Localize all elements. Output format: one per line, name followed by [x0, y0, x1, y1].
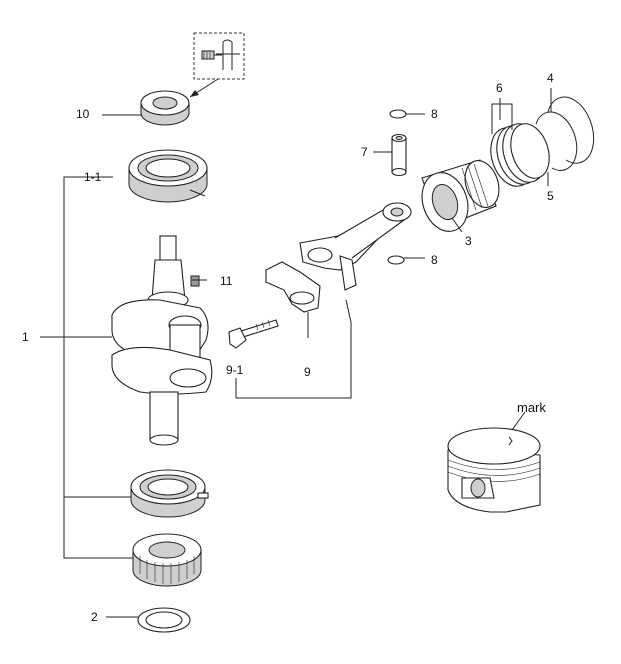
rod-bolt: [228, 319, 279, 349]
connecting-rod: [299, 202, 412, 291]
label-2: 2: [91, 610, 98, 624]
label-3: 3: [465, 234, 472, 248]
ring-4: [547, 96, 595, 164]
label-6: 6: [496, 81, 503, 95]
label-9-1: 9-1: [226, 363, 244, 377]
piston-rings-set: [490, 123, 550, 187]
crankshaft: [111, 235, 213, 446]
label-9: 9: [304, 365, 311, 379]
ring-5: [535, 111, 578, 171]
piston-detail: [447, 427, 541, 513]
bearing-bottom: [130, 469, 209, 518]
label-4: 4: [547, 71, 554, 85]
piston: [421, 159, 500, 232]
label-1: 1: [22, 330, 29, 344]
leader-lines: [40, 88, 552, 618]
label-5: 5: [547, 189, 554, 203]
label-8-bottom: 8: [431, 253, 438, 267]
inset-detail-box: [193, 32, 245, 80]
piston-pin: [391, 133, 407, 177]
thrust-washer: [137, 607, 191, 633]
label-11: 11: [220, 274, 233, 288]
mark-label: mark: [517, 400, 546, 415]
label-8-top: 8: [431, 107, 438, 121]
pin-clip-top: [389, 109, 407, 119]
label-1-1: 1-1: [84, 170, 102, 184]
arrowhead: [190, 90, 199, 97]
pin-clip-bottom: [387, 255, 405, 265]
bearing-top: [128, 149, 208, 203]
oil-seal-top: [140, 90, 190, 126]
label-10: 10: [76, 107, 90, 121]
crank-gear: [132, 533, 202, 587]
label-7: 7: [361, 145, 368, 159]
rod-cap: [265, 261, 321, 313]
